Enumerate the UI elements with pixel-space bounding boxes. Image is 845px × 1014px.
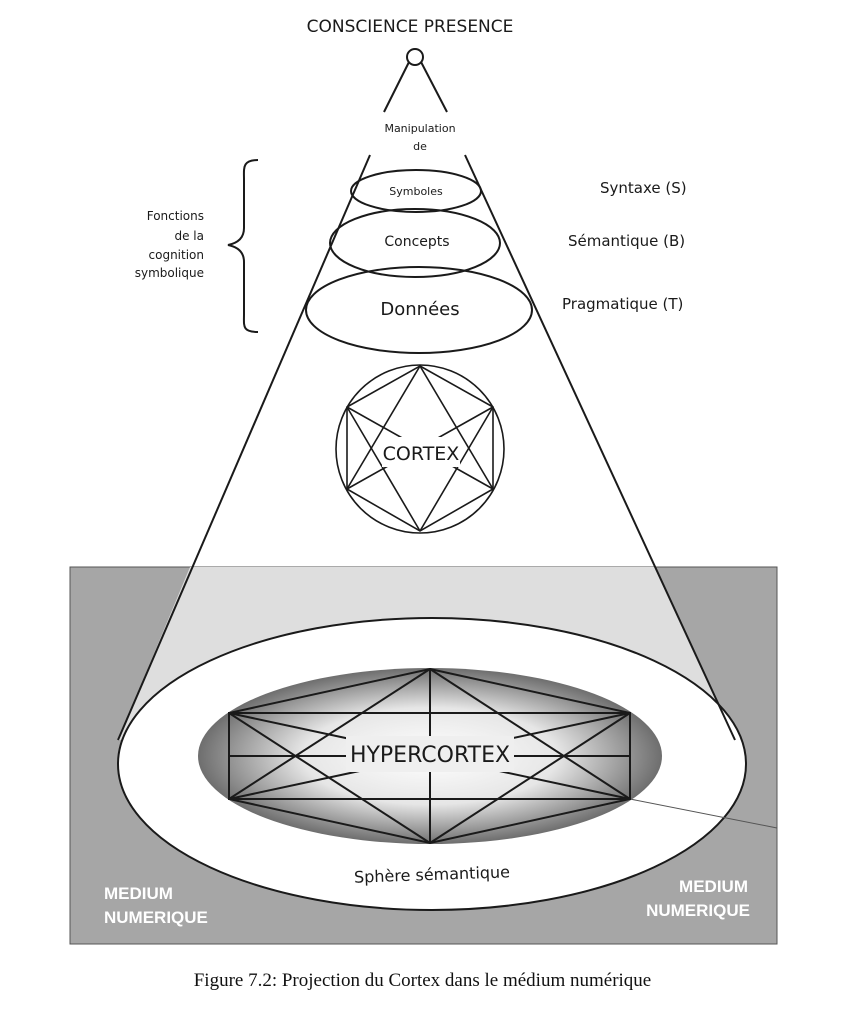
- left-brace: [227, 159, 259, 333]
- semantique-label: Sémantique (B): [568, 232, 685, 250]
- cone-right-edge: [464, 154, 736, 741]
- concepts-ellipse: [329, 208, 501, 278]
- cortex-label-backdrop: [382, 437, 460, 467]
- syntaxe-label: Syntaxe (S): [600, 179, 687, 197]
- brace-label-line1: Fonctions: [147, 209, 204, 223]
- apex-right-line: [419, 59, 448, 113]
- hypercortex-label: HYPERCORTEX: [350, 743, 510, 768]
- donnees-ellipse: [305, 266, 533, 354]
- medium-left-line2: NUMERIQUE: [104, 908, 208, 927]
- hypercortex-label-backdrop: [346, 736, 514, 772]
- manipulation-label-line2: de: [413, 140, 427, 153]
- figure-caption: Figure 7.2: Projection du Cortex dans le…: [193, 970, 652, 991]
- medium-right-line2: NUMERIQUE: [646, 901, 750, 920]
- brace-label-line2: de la: [174, 229, 204, 243]
- brace-label-line4: symbolique: [135, 266, 204, 280]
- pragmatique-label: Pragmatique (T): [562, 295, 683, 313]
- donnees-label: Données: [380, 299, 459, 320]
- medium-right-line1: MEDIUM: [679, 877, 748, 896]
- apex-circle: [406, 48, 424, 66]
- manipulation-label-line1: Manipulation: [384, 122, 455, 135]
- apex-left-line: [383, 59, 411, 113]
- symboles-ellipse: [350, 169, 482, 213]
- top-label: CONSCIENCE PRESENCE: [307, 17, 514, 37]
- symboles-label: Symboles: [389, 185, 443, 198]
- cortex-label: CORTEX: [383, 443, 460, 465]
- cone-left-edge: [117, 154, 371, 741]
- hypercortex-leader-line: [629, 798, 778, 829]
- concepts-label: Concepts: [384, 234, 449, 250]
- medium-left-line1: MEDIUM: [104, 884, 173, 903]
- brace-label-line3: cognition: [149, 248, 204, 262]
